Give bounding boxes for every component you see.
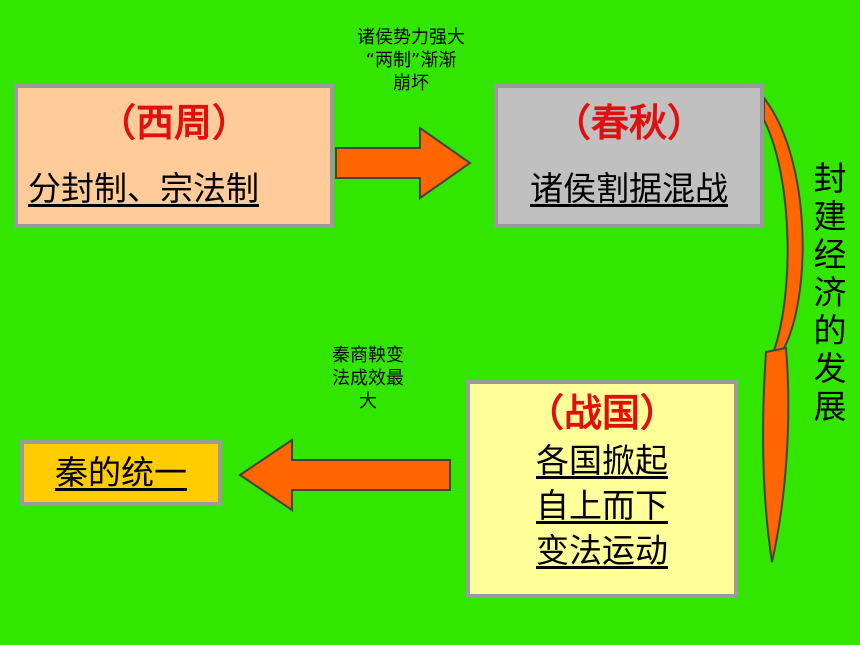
box-chunqiu: （春秋） 诸侯割据混战 xyxy=(494,84,764,228)
period-title-xizhou: （西周） xyxy=(97,100,250,145)
top-arrow-note-line-2: “两制”渐渐 xyxy=(365,50,457,71)
left-arrow-note-line-2: 法成效最 xyxy=(332,368,404,389)
left-arrow-note: 秦商鞅变 法成效最 大 xyxy=(316,344,420,413)
event-text-zhanguo-3: 变法运动 xyxy=(536,531,668,570)
box-qin: 秦的统一 xyxy=(20,440,222,506)
right-arrow xyxy=(335,126,472,200)
period-title-zhanguo: （战国） xyxy=(525,390,678,435)
top-arrow-note: 诸侯势力强大 “两制”渐渐 崩坏 xyxy=(336,26,486,95)
vertical-label-economy: 封建经济的发展 xyxy=(813,159,847,426)
box-zhanguo: （战国） 各国掀起 自上而下 变法运动 xyxy=(466,380,738,598)
system-text-xizhou: 分封制、宗法制 xyxy=(28,169,259,208)
top-arrow-note-line-1: 诸侯势力强大 xyxy=(357,27,465,48)
qin-unification-text: 秦的统一 xyxy=(55,453,187,492)
event-text-zhanguo-2: 自上而下 xyxy=(536,486,668,525)
left-arrow-note-line-1: 秦商鞅变 xyxy=(332,345,404,366)
left-arrow-note-line-3: 大 xyxy=(359,391,377,412)
event-text-chunqiu: 诸侯割据混战 xyxy=(530,169,728,208)
top-arrow-note-line-3: 崩坏 xyxy=(393,73,429,94)
left-arrow xyxy=(238,438,451,512)
curved-arrow xyxy=(763,95,804,358)
period-title-chunqiu: （春秋） xyxy=(552,100,705,145)
curved-arrow-head xyxy=(762,346,790,563)
event-text-zhanguo-1: 各国掀起 xyxy=(536,441,668,480)
box-xizhou: （西周） 分封制、宗法制 xyxy=(14,84,334,228)
